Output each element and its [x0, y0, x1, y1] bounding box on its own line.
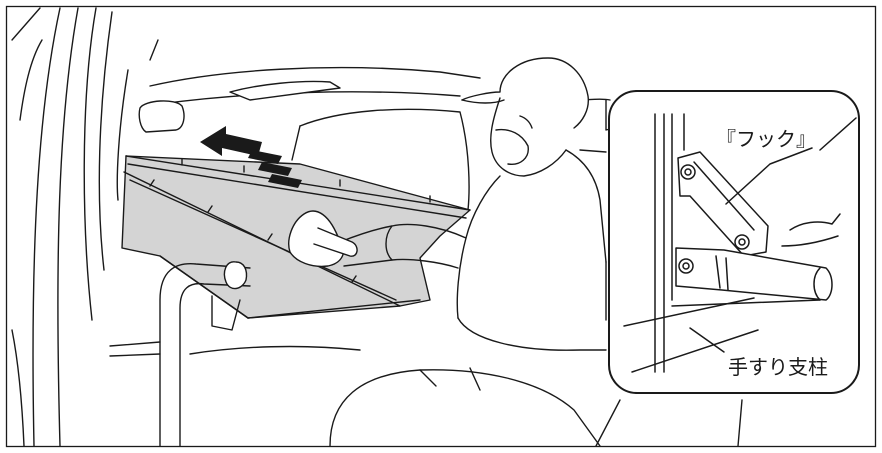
- pillar-label: 手すり支柱: [728, 355, 828, 379]
- hook-bolt-upper: [681, 165, 695, 179]
- rear-mirror-shape: [139, 101, 184, 132]
- hook-label: 『フック』: [716, 127, 816, 151]
- hook-bolt-lower: [735, 235, 749, 249]
- hook-detail-callout: 『フック』 手すり支柱: [609, 91, 859, 393]
